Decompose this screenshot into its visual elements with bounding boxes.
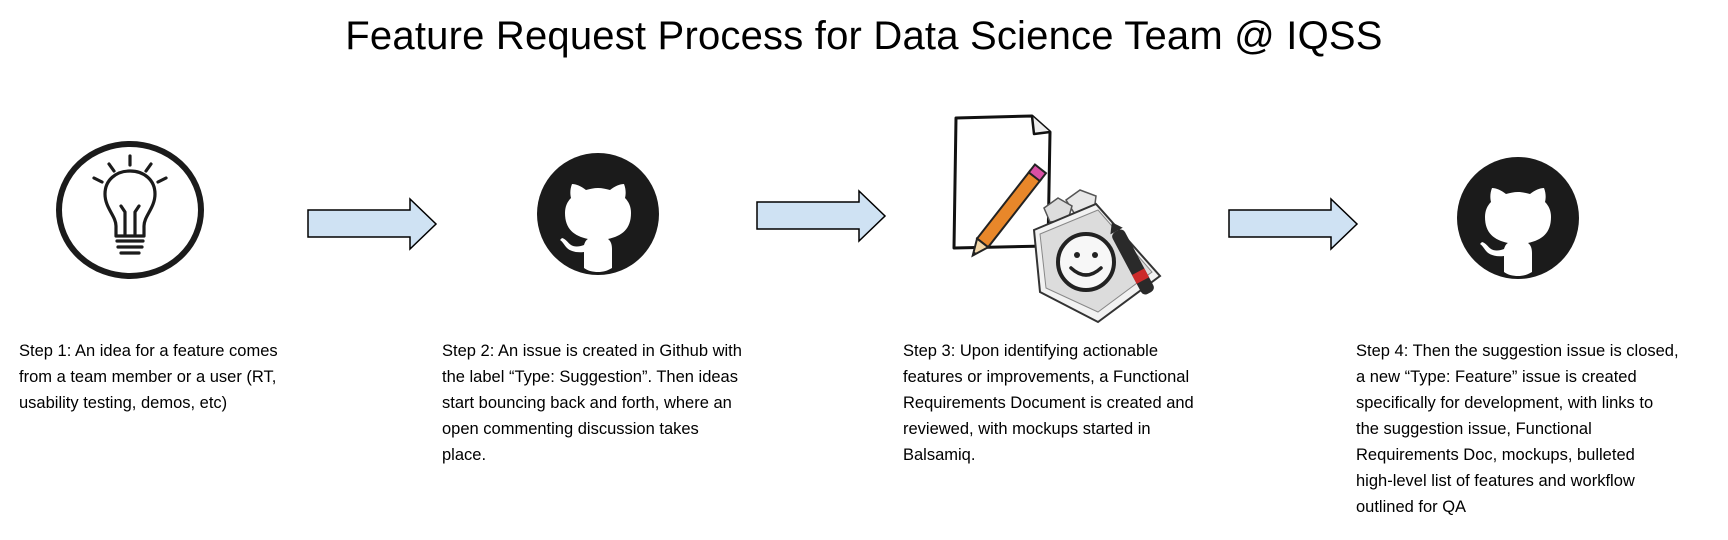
step-4-line: specifically for development, with links… — [1356, 394, 1654, 412]
step-3-line: Step 3: Upon identifying actionable — [903, 342, 1159, 360]
lightbulb-icon — [56, 141, 204, 279]
step-1-description: Step 1: An idea for a feature comes from… — [19, 338, 278, 416]
diagram-title: Feature Request Process for Data Science… — [345, 14, 1383, 58]
step-3-line: Requirements Document is created and — [903, 394, 1194, 412]
step-2-line: place. — [442, 446, 487, 464]
step-4-description: Step 4: Then the suggestion issue is clo… — [1356, 338, 1679, 520]
step-1-line: usability testing, demos, etc) — [19, 394, 228, 412]
step-2-description: Step 2: An issue is created in Github wi… — [442, 338, 742, 468]
step-3-line: Balsamiq. — [903, 446, 976, 464]
step-4-line: Step 4: Then the suggestion issue is clo… — [1356, 342, 1679, 360]
process-arrow-2 — [756, 189, 887, 243]
step-3-description: Step 3: Upon identifying actionable feat… — [903, 338, 1194, 468]
step-4-line: the suggestion issue, Functional — [1356, 420, 1592, 438]
github-icon — [1457, 157, 1579, 279]
process-arrow-1 — [307, 197, 438, 251]
step-4-line: Requirements Doc, mockups, bulleted — [1356, 446, 1635, 464]
step-4-line: high-level list of features and workflow — [1356, 472, 1635, 490]
process-arrow-3 — [1228, 197, 1359, 251]
github-icon — [537, 153, 659, 275]
step-2-line: open commenting discussion takes — [442, 420, 699, 438]
step-4-line: a new “Type: Feature” issue is created — [1356, 368, 1637, 386]
step-2-line: start bouncing back and forth, where an — [442, 394, 732, 412]
step-4-line: outlined for QA — [1356, 498, 1467, 516]
step-2-line: Step 2: An issue is created in Github wi… — [442, 342, 742, 360]
step-3-line: reviewed, with mockups started in — [903, 420, 1151, 438]
document-pencil-balsamiq-icon — [952, 114, 1162, 324]
step-2-line: the label “Type: Suggestion”. Then ideas — [442, 368, 738, 386]
step-1-line: Step 1: An idea for a feature comes — [19, 342, 278, 360]
step-3-line: features or improvements, a Functional — [903, 368, 1190, 386]
step-1-line: from a team member or a user (RT, — [19, 368, 277, 386]
